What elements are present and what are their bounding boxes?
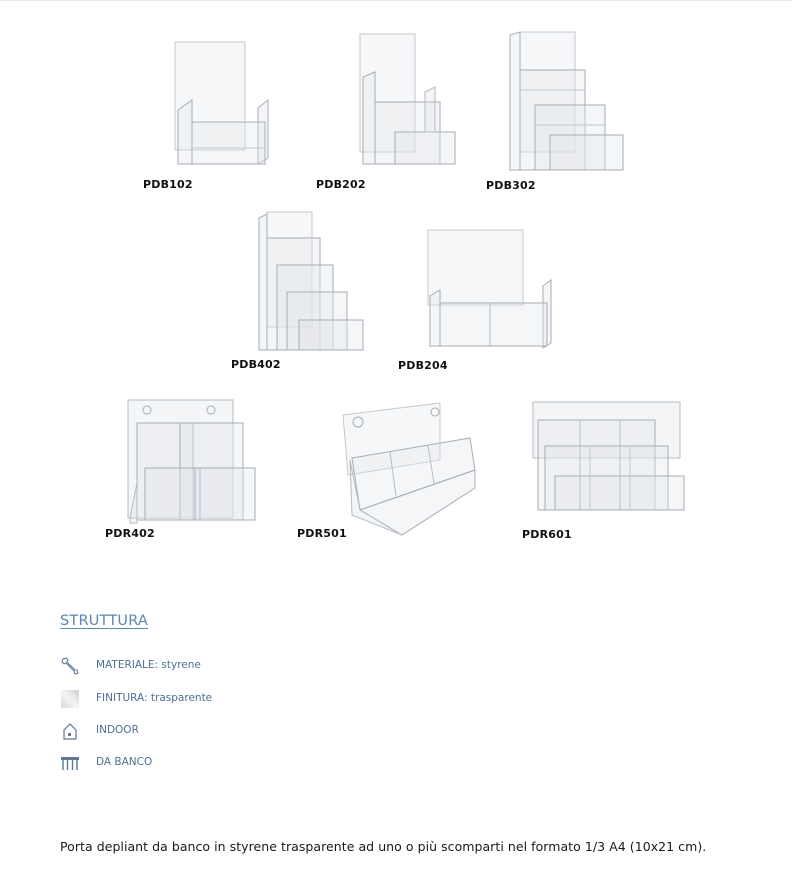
- product-image-pdb202: [355, 32, 460, 172]
- wrench-icon: [61, 657, 79, 675]
- product-image-pdr501: [340, 400, 480, 540]
- product-image-pdb402: [255, 210, 370, 355]
- product-code-pdb102: PDB102: [143, 178, 193, 191]
- spec-finish-text: FINITURA: trasparente: [96, 692, 213, 704]
- spec-indoor-text: INDOOR: [96, 724, 139, 736]
- spec-counter-text: DA BANCO: [96, 756, 153, 768]
- section-title-struttura[interactable]: STRUTTURA: [60, 613, 149, 629]
- product-code-pdb402: PDB402: [231, 358, 281, 371]
- spec-row-counter: DA BANCO: [60, 753, 152, 773]
- spec-row-indoor: INDOOR: [60, 721, 139, 741]
- product-code-pdb202: PDB202: [316, 178, 366, 191]
- product-image-pdb302: [505, 30, 630, 175]
- product-code-pdr402: PDR402: [105, 527, 155, 540]
- transparent-finish-icon: [61, 690, 79, 708]
- product-image-pdr402: [125, 398, 260, 528]
- product-image-pdb204: [425, 228, 555, 353]
- top-rule: [0, 0, 792, 1]
- indoor-house-icon: [63, 723, 77, 740]
- product-image-pdb102: [170, 40, 275, 170]
- spec-row-material: MATERIALE: styrene: [60, 656, 201, 676]
- spec-material-text: MATERIALE: styrene: [96, 659, 201, 671]
- product-code-pdr601: PDR601: [522, 528, 572, 541]
- counter-table-icon: [61, 757, 79, 770]
- product-description: Porta depliant da banco in styrene trasp…: [60, 839, 707, 854]
- product-code-pdb302: PDB302: [486, 179, 536, 192]
- product-code-pdr501: PDR501: [297, 527, 347, 540]
- spec-row-finish: FINITURA: trasparente: [60, 689, 212, 709]
- product-image-pdr601: [530, 398, 690, 518]
- product-code-pdb204: PDB204: [398, 359, 448, 372]
